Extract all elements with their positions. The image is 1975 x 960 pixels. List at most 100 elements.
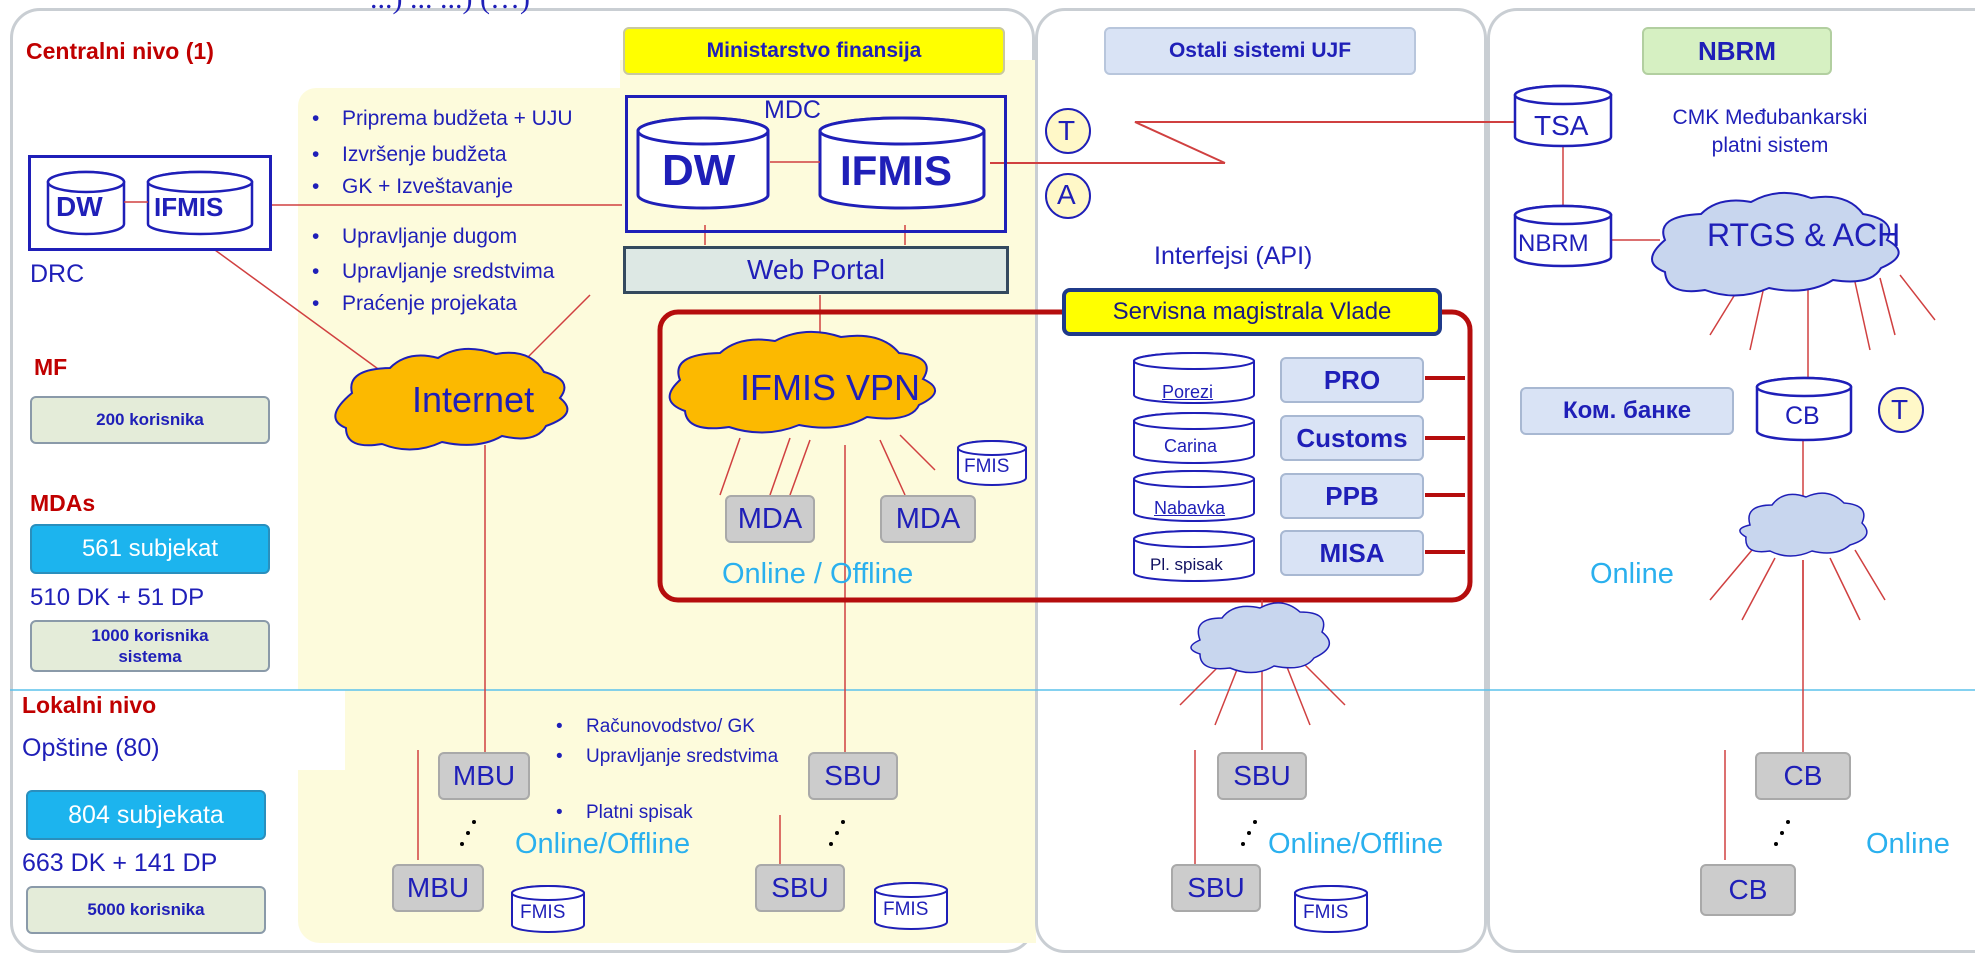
local-entities-box: 804 subjekata xyxy=(26,790,266,840)
interfaces-label: Interfejsi (API) xyxy=(1154,242,1313,270)
local-entities-text: 804 subjekata xyxy=(68,800,224,829)
nbrm-db-label: NBRM xyxy=(1518,230,1589,257)
mda-label: MDA xyxy=(895,502,961,535)
mf-users-text: 200 korisnika xyxy=(96,410,204,429)
nbrm-database xyxy=(1513,204,1613,268)
government-bus-label: Servisna magistrala Vlade xyxy=(1112,298,1392,325)
nbrm-t-symbol: T xyxy=(1891,394,1909,425)
local-function-item: Računovodstvo/ GK xyxy=(556,716,755,738)
web-portal-box: Web Portal xyxy=(623,246,1009,294)
function-item: Praćenje projekata xyxy=(312,292,517,316)
sbu-fmis-label: FMIS xyxy=(883,899,929,920)
ujf-sbu-box-2: SBU xyxy=(1171,864,1261,912)
nbrm-t-symbol-circle xyxy=(1878,387,1924,433)
sbu-fmis-database xyxy=(874,882,948,930)
porezi-database xyxy=(1133,352,1255,404)
cb-label: CB xyxy=(1783,760,1823,791)
mdc-dw-label: DW xyxy=(662,146,736,195)
municipalities-label: Opštine (80) xyxy=(22,734,160,762)
ujf-sbu-label: SBU xyxy=(1233,760,1291,791)
ujf-online-offline: Online/Offline xyxy=(1268,828,1444,860)
mda-online-offline: Online / Offline xyxy=(722,558,914,590)
vpn-cloud-label: IFMIS VPN xyxy=(740,367,921,408)
ppb-box: PPB xyxy=(1280,473,1424,519)
nabavka-label: Nabavka xyxy=(1154,498,1226,518)
ministry-title-box: Ministarstvo finansija xyxy=(623,27,1005,75)
commercial-banks-label: Ком. банке xyxy=(1562,397,1692,424)
drc-dw-label: DW xyxy=(56,191,103,222)
cb-label: CB xyxy=(1728,874,1768,905)
mdc-box xyxy=(625,95,1007,233)
pro-label: PRO xyxy=(1323,364,1381,395)
mdas-entities-text: 561 subjekat xyxy=(81,535,219,562)
function-item: Upravljanje sredstvima xyxy=(312,260,554,284)
ellipsis-dots xyxy=(460,820,1790,846)
mdc-dw-database xyxy=(636,116,770,210)
rtgs-cloud-label: RTGS & ACH xyxy=(1707,217,1901,253)
nabavka-database xyxy=(1133,470,1255,522)
mbu-fmis-label: FMIS xyxy=(520,902,566,923)
mda-box-2: MDA xyxy=(880,495,976,543)
mda-label: MDA xyxy=(737,502,803,535)
drc-dw-database xyxy=(46,170,126,236)
drc-ifmis-database xyxy=(146,170,254,236)
payroll-label: Pl. spisak xyxy=(1150,555,1223,574)
local-level-title: Lokalni nivo xyxy=(22,692,157,718)
sbu-box-1: SBU xyxy=(808,752,898,800)
mf-label: MF xyxy=(34,354,68,380)
cmk-label: CMK Međubankarski platni sistem xyxy=(1672,106,1868,158)
ujf-sbu-box-1: SBU xyxy=(1217,752,1307,800)
mbu-box-2: MBU xyxy=(392,864,484,912)
t-symbol: T xyxy=(1058,115,1076,146)
commercial-banks-box: Ком. банке xyxy=(1520,387,1734,435)
sbu-box-2: SBU xyxy=(755,864,845,912)
top-fragment: ...) ... ...) (…) xyxy=(370,0,530,14)
cb-box-1: CB xyxy=(1755,752,1851,800)
ujf-sbu-label: SBU xyxy=(1187,872,1245,903)
ujf-panel xyxy=(1035,8,1487,953)
mdas-users-box: 1000 korisnika sistema xyxy=(30,620,270,672)
nbrm-title-text: NBRM xyxy=(1698,35,1776,66)
ujf-fmis-database xyxy=(1294,885,1368,933)
pro-box: PRO xyxy=(1280,357,1424,403)
government-bus: Servisna magistrala Vlade xyxy=(1062,288,1442,336)
t-symbol-circle xyxy=(1045,108,1091,154)
central-level-title: Centralni nivo (1) xyxy=(26,38,214,64)
carina-label: Carina xyxy=(1164,436,1218,456)
customs-label: Customs xyxy=(1296,422,1408,453)
nbrm-online-lower: Online xyxy=(1866,828,1950,860)
sbu-label: SBU xyxy=(771,872,829,903)
function-item: Priprema budžeta + UJU xyxy=(312,107,572,131)
mdc-ifmis-label: IFMIS xyxy=(840,147,952,194)
mdc-ifmis-database xyxy=(818,116,986,210)
cb-database xyxy=(1755,376,1853,442)
local-users-text: 5000 korisnika xyxy=(87,900,205,919)
porezi-label: Porezi xyxy=(1162,382,1214,402)
web-portal-text: Web Portal xyxy=(747,254,885,285)
mf-users-box: 200 korisnika xyxy=(30,396,270,444)
mda-box-1: MDA xyxy=(725,495,815,543)
mdas-label: MDAs xyxy=(30,490,96,516)
mdas-entities-box: 561 subjekat xyxy=(30,524,270,574)
left-mask xyxy=(280,690,345,770)
vpn-fmis-label: FMIS xyxy=(964,456,1010,477)
ppb-label: PPB xyxy=(1325,480,1379,511)
mbu-label: MBU xyxy=(406,872,470,903)
nbrm-title-box: NBRM xyxy=(1642,27,1832,75)
local-online-offline: Online/Offline xyxy=(515,828,691,860)
misa-box: MISA xyxy=(1280,530,1424,576)
ujf-fmis-label: FMIS xyxy=(1303,902,1349,923)
tsa-label: TSA xyxy=(1534,110,1589,141)
vpn-fmis-database xyxy=(957,440,1027,486)
misa-label: MISA xyxy=(1319,537,1385,568)
sbu-label: SBU xyxy=(824,760,882,791)
carina-database xyxy=(1133,412,1255,464)
mdas-users-text: 1000 korisnika sistema xyxy=(91,625,209,666)
function-item: Izvršenje budžeta xyxy=(312,143,507,167)
local-users-box: 5000 korisnika xyxy=(26,886,266,934)
local-split: 663 DK + 141 DP xyxy=(22,849,218,877)
tsa-database xyxy=(1513,84,1613,148)
mdc-label: MDC xyxy=(764,96,821,124)
